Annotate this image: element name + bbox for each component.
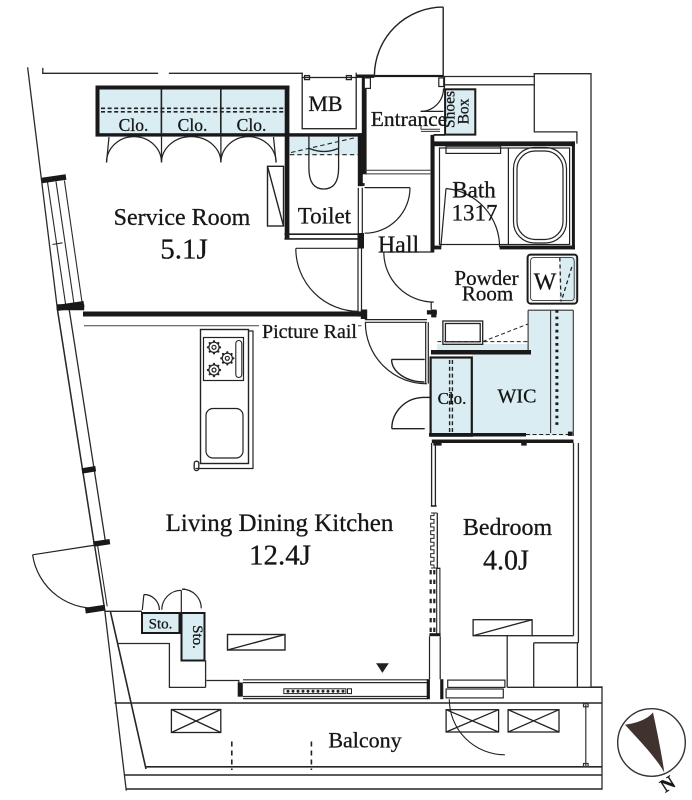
- svg-text:Picture Rail: Picture Rail: [262, 321, 357, 343]
- svg-text:Living Dining Kitchen: Living Dining Kitchen: [166, 510, 394, 537]
- svg-text:Powder: Powder: [454, 266, 518, 290]
- svg-text:Clo.: Clo.: [438, 389, 467, 408]
- svg-text:Sto.: Sto.: [189, 625, 205, 649]
- svg-text:Clo.: Clo.: [178, 115, 208, 135]
- svg-text:WIC: WIC: [498, 386, 537, 408]
- svg-text:12.4J: 12.4J: [249, 540, 311, 572]
- svg-text:Box: Box: [456, 98, 473, 124]
- svg-text:Clo.: Clo.: [237, 115, 267, 135]
- svg-text:W: W: [534, 270, 557, 296]
- svg-text:Sto.: Sto.: [149, 617, 173, 633]
- svg-text:Shoes: Shoes: [442, 91, 459, 128]
- svg-text:Room: Room: [462, 282, 513, 306]
- svg-text:5.1J: 5.1J: [160, 234, 208, 266]
- svg-text:Hall: Hall: [378, 233, 420, 259]
- svg-text:Entrance: Entrance: [371, 107, 447, 131]
- svg-text:1317: 1317: [452, 201, 498, 226]
- svg-text:MB: MB: [308, 91, 342, 116]
- svg-text:Bedroom: Bedroom: [463, 515, 553, 541]
- svg-text:Service Room: Service Room: [114, 205, 251, 231]
- svg-text:Balcony: Balcony: [328, 728, 401, 753]
- svg-text:Clo.: Clo.: [119, 115, 149, 135]
- svg-text:4.0J: 4.0J: [483, 546, 529, 577]
- svg-text:Toilet: Toilet: [298, 204, 352, 229]
- svg-text:Bath: Bath: [452, 178, 496, 203]
